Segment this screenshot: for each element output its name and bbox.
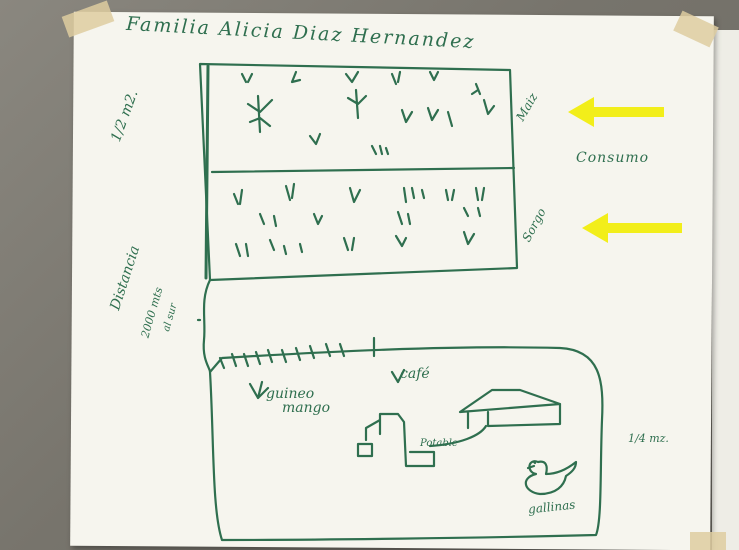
house-icon: [458, 388, 562, 430]
adjacent-paper-sheet: [712, 30, 739, 550]
field-divider-line: [210, 166, 516, 174]
label-area-bottom: 1/4 mz.: [628, 432, 669, 445]
label-consumo: Consumo: [576, 150, 650, 166]
arrow-sorgo: [582, 213, 682, 243]
field-left-border: [204, 64, 210, 280]
arrow-maiz: [568, 97, 664, 127]
label-cafe: café: [400, 366, 430, 382]
yellow-arrows: [568, 97, 682, 243]
label-potable: Potable: [420, 438, 458, 449]
label-mango: mango: [282, 400, 331, 416]
fence-ticks: [218, 336, 376, 370]
maiz-plants: [240, 70, 496, 156]
sorgo-plants: [232, 182, 486, 258]
path-to-house: [202, 278, 212, 374]
duck-icon: [524, 460, 578, 496]
water-tap-icon: [356, 412, 436, 468]
guineo-plant: [248, 380, 270, 400]
cafe-plant: [390, 368, 406, 384]
label-guineo: guineo: [266, 386, 315, 402]
homestead-border: [208, 346, 604, 542]
tape-bottom-right: [690, 532, 726, 550]
water-line: [428, 424, 488, 448]
